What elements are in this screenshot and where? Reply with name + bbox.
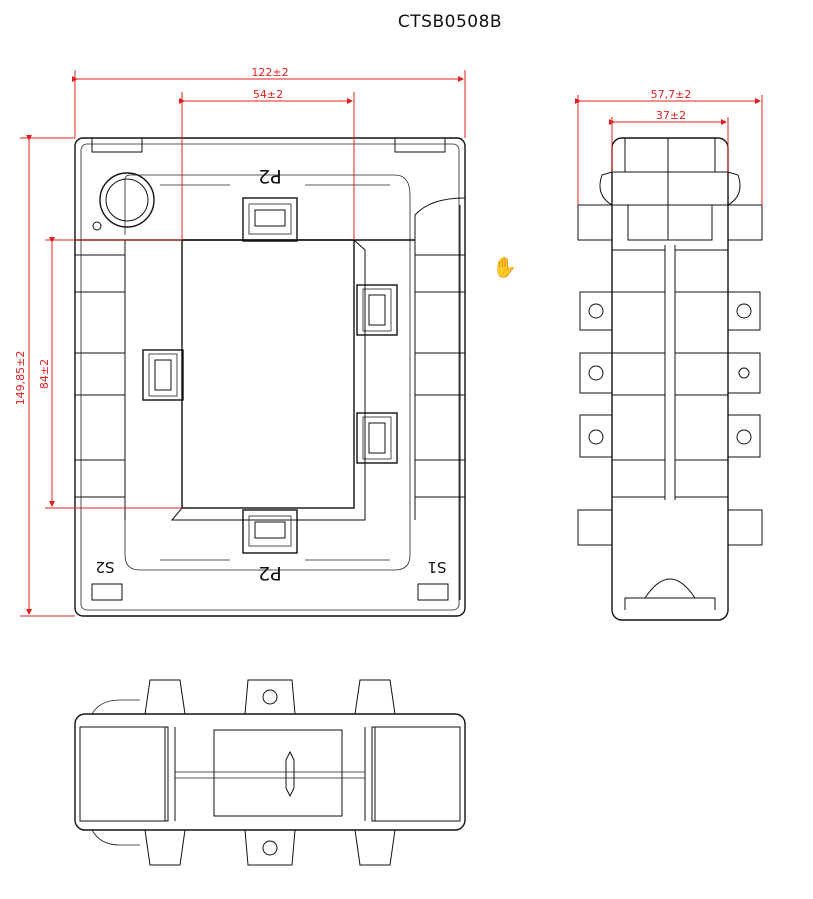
label-s1: S1 [427, 558, 446, 576]
label-s2: S2 [95, 558, 114, 576]
dim-outer-width: 122±2 [251, 66, 288, 79]
dim-outer-height: 149,85±2 [14, 351, 27, 406]
bottom-view [74, 679, 466, 866]
clip-bottom [242, 509, 298, 554]
hand-cursor-icon: ✋ [492, 255, 517, 279]
clip-right-2 [356, 412, 398, 464]
side-view [577, 137, 763, 621]
dimensions-front: 122±2 54±2 149,85±2 84±2 [14, 66, 466, 617]
clip-top [242, 197, 298, 242]
dimensions-side: 57,7±2 37±2 [575, 88, 763, 205]
dim-side-width: 57,7±2 [651, 88, 692, 101]
dim-side-inner: 37±2 [656, 109, 686, 122]
label-p2-bottom: P2 [258, 562, 282, 584]
label-p2-top: P2 [258, 165, 282, 187]
front-view: P2 P2 S2 S1 [74, 137, 466, 617]
dim-inner-width: 54±2 [253, 88, 283, 101]
clip-left [142, 349, 184, 401]
clip-right-1 [356, 284, 398, 336]
drawing-title: CTSB0508B [397, 12, 503, 32]
dim-inner-height: 84±2 [38, 359, 51, 389]
